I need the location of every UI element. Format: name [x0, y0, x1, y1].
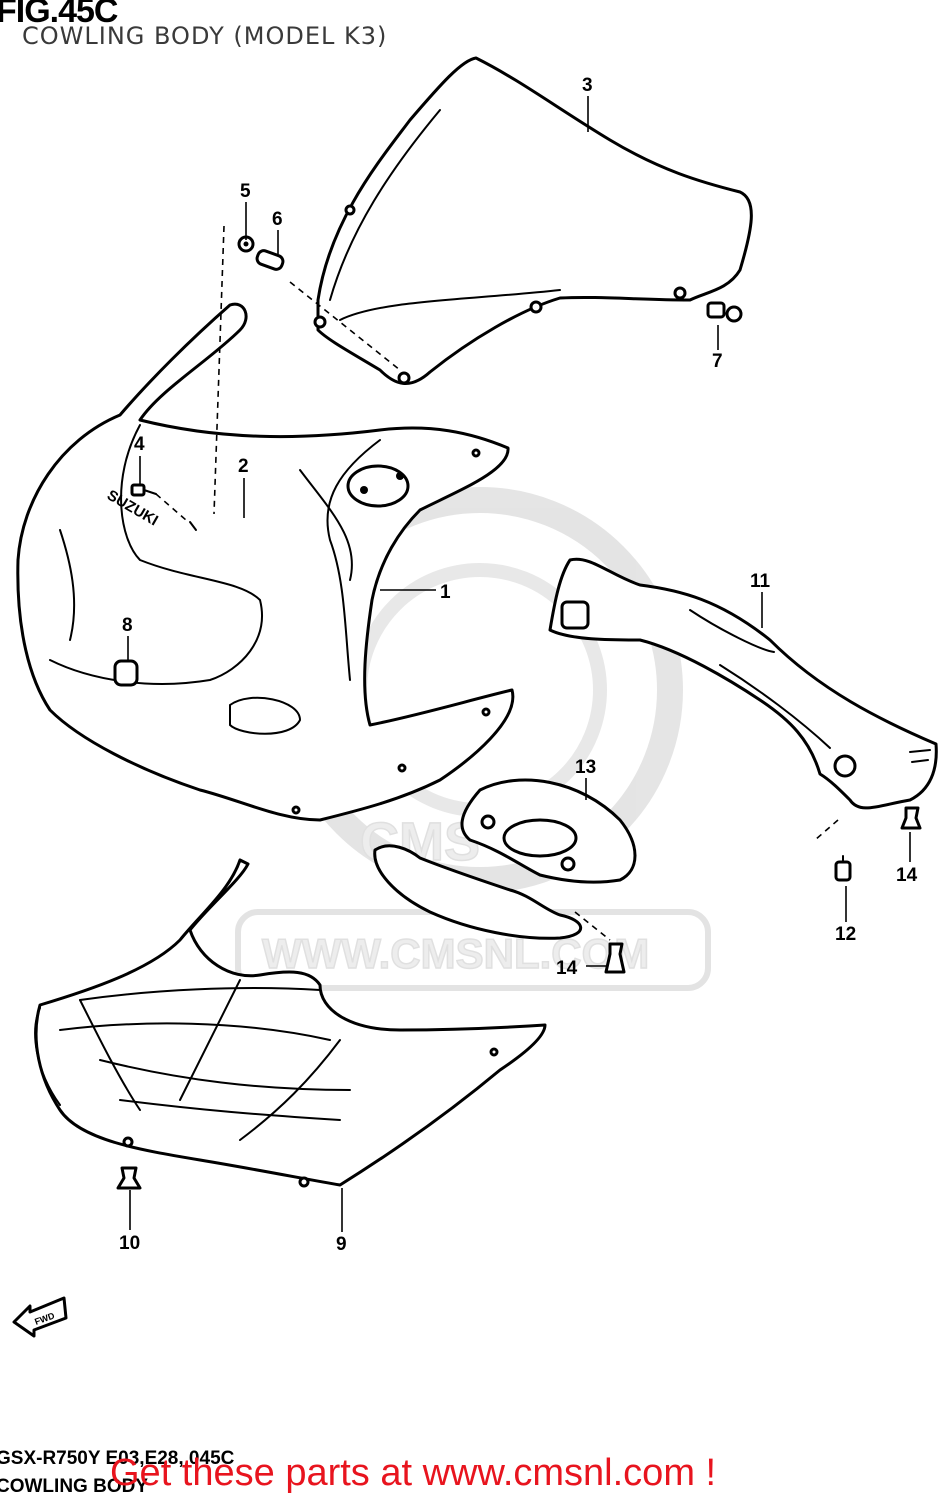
callout-7: 7 — [712, 351, 723, 372]
callout-14-right: 14 — [896, 865, 918, 886]
figure-subtitle: COWLING BODY (MODEL K3) — [22, 22, 388, 50]
leader-lines — [127, 96, 911, 1232]
fwd-direction-arrow: FWD — [12, 1296, 68, 1338]
footer-section-name: COWLING BODY — [0, 1476, 148, 1497]
part-11-inner-panel — [548, 557, 938, 810]
callout-3: 3 — [582, 75, 593, 96]
callout-1: 1 — [440, 582, 451, 603]
callout-2: 2 — [238, 456, 249, 477]
callout-12: 12 — [835, 924, 856, 945]
part-13-bracket — [373, 778, 637, 940]
figure-id: FIG.45C — [0, 0, 118, 30]
part-2-screw — [189, 521, 197, 531]
callout-13: 13 — [575, 757, 596, 778]
part-6-nut — [255, 249, 285, 271]
part-8-grommet — [113, 659, 139, 687]
part-9-under-cowling — [34, 858, 547, 1188]
callout-10: 10 — [119, 1233, 140, 1254]
part-14-screw-a — [900, 806, 922, 830]
callout-5: 5 — [240, 181, 251, 202]
footer-model-code: GSX-R750Y E03,E28, 045C — [0, 1448, 235, 1469]
callout-6: 6 — [272, 209, 283, 230]
part-10-fastener — [116, 1166, 142, 1190]
part-3-windscreen — [313, 56, 753, 385]
callout-9: 9 — [336, 1234, 347, 1255]
part-4-screw — [130, 483, 157, 497]
callout-14-center: 14 — [556, 958, 578, 979]
cmsnl-link-banner[interactable]: Get these parts at www.cmsnl.com ! — [110, 1452, 717, 1494]
part-1-upper-cowling: SUZUKI — [16, 302, 515, 822]
callout-8: 8 — [122, 615, 133, 636]
part-14-screw-b — [604, 942, 626, 974]
callout-11: 11 — [750, 571, 771, 592]
part-12-bolt — [834, 855, 852, 882]
watermark-url: WWW.CMSNL.COM — [262, 930, 649, 977]
callout-4: 4 — [134, 434, 145, 455]
part-7-screw — [706, 301, 743, 323]
callout-labels: 1 2 3 4 5 6 7 8 9 10 11 12 13 14 14 — [119, 75, 918, 1255]
